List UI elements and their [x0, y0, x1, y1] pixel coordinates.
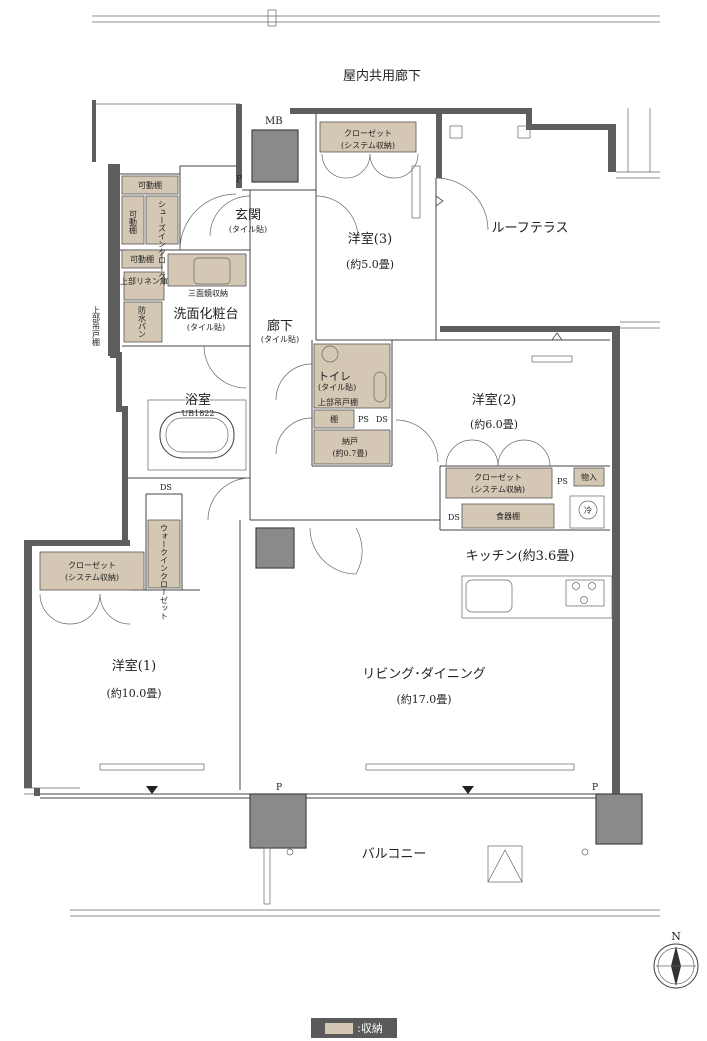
movable-shelf-top: 可動棚 [138, 180, 162, 190]
mirror-cabinet-label: 三面鏡収納 [188, 288, 228, 298]
walk-in-closet-label: ウォークインクローゼット [160, 524, 169, 620]
room2-label: 洋室(2) [472, 392, 516, 408]
hallway-sub-label: (タイル貼) [261, 334, 299, 344]
p-label-bottom-left: P [276, 783, 282, 793]
ps-label-kitchen: PS [557, 477, 568, 486]
storage-closet-size: (約0.7畳) [333, 448, 368, 458]
shelf-label: 棚 [330, 414, 338, 424]
room1-size: (約10.0畳) [106, 686, 161, 700]
bath-label: 浴室 [185, 392, 211, 408]
room1-label: 洋室(1) [112, 658, 156, 674]
bath-model-label: UB1822 [182, 409, 215, 418]
entrance-sub-label: (タイル貼) [229, 224, 267, 234]
storage-closet-label: 納戸 [342, 436, 358, 446]
hallway-label: 廊下 [267, 318, 293, 334]
room2-closet-sub: (システム収納) [471, 484, 525, 494]
room2-closet-label: クローゼット [474, 472, 522, 482]
interior-partitions [120, 114, 610, 790]
pillars [249, 129, 643, 849]
balcony-area [70, 845, 660, 917]
room3-label: 洋室(3) [348, 231, 392, 247]
washroom-label: 洗面化粧台 [173, 307, 238, 322]
p-label-top: P [236, 175, 242, 185]
north-compass-icon [653, 943, 699, 989]
door-swings [39, 153, 551, 625]
ds-label-left: DS [160, 483, 172, 492]
ds-label-kitchen: DS [448, 513, 460, 522]
washroom-sub-label: (タイル貼) [187, 322, 225, 332]
mb-label: MB [265, 116, 283, 127]
p-label-bottom-right: P [592, 783, 598, 793]
room3-size: (約5.0畳) [346, 257, 394, 271]
common-corridor-label: 屋内共用廊下 [343, 68, 421, 84]
storage-legend-swatch [325, 1022, 354, 1034]
movable-shelf-bottom: 可動棚 [130, 254, 154, 264]
entrance-label: 玄関 [235, 208, 261, 223]
ps-label: PS [358, 415, 369, 424]
upper-cabinet-label: 上部吊戸棚 [318, 397, 358, 407]
storage-item-label: 物入 [581, 472, 597, 482]
linen-label: 上部リネン庫 [120, 276, 168, 286]
balcony-label: バルコニー [362, 847, 427, 862]
north-label: N [671, 930, 681, 943]
toilet-label: トイレ [318, 370, 351, 383]
toilet-sub-label: (タイル貼) [318, 382, 356, 392]
storage-blocks [39, 121, 605, 591]
room3-closet-sub: (システム収納) [341, 140, 395, 150]
waterproof-pan-label: 防水パン [138, 305, 147, 338]
dish-shelf-label: 食器棚 [496, 511, 520, 521]
living-label: リビング･ダイニング [362, 667, 486, 682]
room3-closet-label: クローゼット [344, 128, 392, 138]
roof-terrace-label: ルーフテラス [492, 221, 569, 236]
ds-label-center: DS [376, 415, 388, 424]
common-corridor-railing [92, 9, 660, 27]
fixtures [99, 125, 613, 771]
upper-cabinet-side-label: 上部吊戸棚 [92, 306, 101, 347]
movable-shelf-vertical: 可動棚 [129, 210, 138, 235]
storage-legend: :収納 [311, 1018, 397, 1038]
room1-closet-label: クローゼット [68, 560, 116, 570]
shoes-in-closet-label: シューズインクローク [158, 200, 167, 280]
kitchen-label: キッチン(約3.6畳) [466, 549, 575, 564]
outer-walls [24, 100, 660, 799]
room2-size: (約6.0畳) [470, 417, 518, 431]
storage-legend-label: :収納 [357, 1022, 383, 1035]
fridge-label: 冷 [584, 505, 592, 515]
room1-closet-sub: (システム収納) [65, 572, 119, 582]
window-markers [146, 195, 563, 794]
living-size: (約17.0畳) [396, 692, 451, 706]
